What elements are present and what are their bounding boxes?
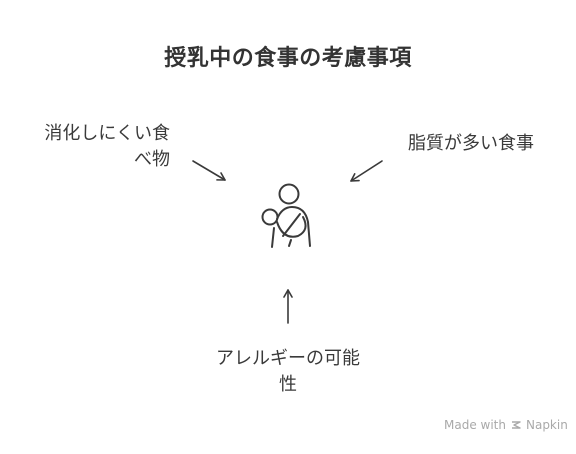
factor-label-line: アレルギーの可能: [216, 348, 360, 369]
footer-brand: Napkin: [525, 418, 568, 432]
factor-label-line: 消化しにくい食: [44, 123, 170, 144]
arrow-top-left: [192, 160, 226, 181]
footer-made-with: Made with: [444, 418, 506, 432]
footer-attribution: Made with Napkin: [444, 418, 568, 432]
arrow-top-right: [350, 160, 383, 182]
breastfeeding-mother-icon: [261, 183, 311, 248]
factor-label-line: 性: [279, 374, 297, 395]
factor-label-indigestible-food: 消化しにくい食 べ物: [24, 121, 170, 173]
napkin-logo-icon: [511, 421, 521, 429]
diagram-title: 授乳中の食事の考慮事項: [164, 46, 412, 71]
factor-label-line: 脂質が多い食事: [408, 133, 534, 154]
factor-label-line: べ物: [134, 149, 170, 170]
factor-label-fatty-meal: 脂質が多い食事: [408, 131, 534, 157]
factor-label-allergy: アレルギーの可能 性: [205, 346, 371, 398]
